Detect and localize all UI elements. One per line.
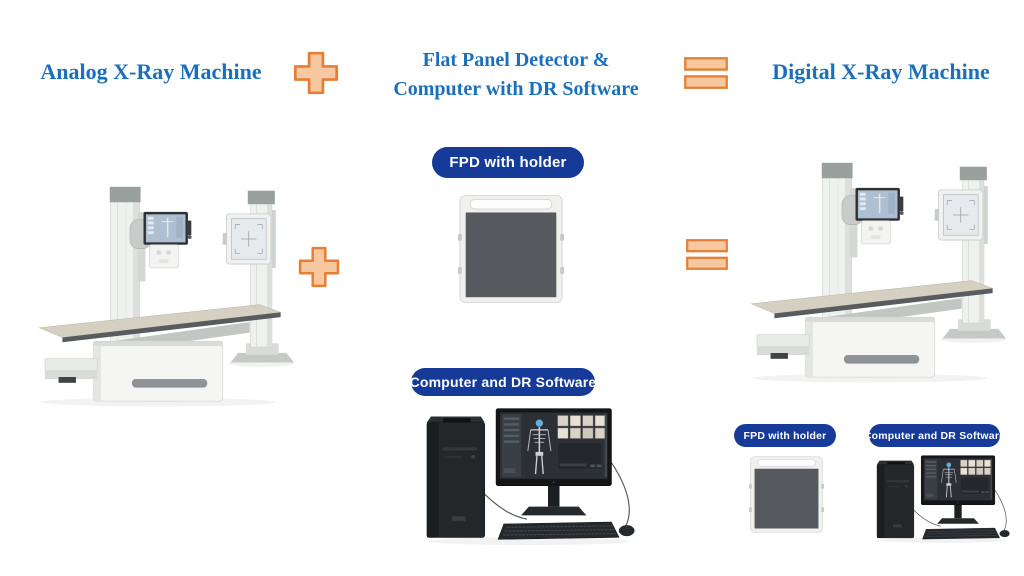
- plus-icon: [293, 51, 339, 95]
- components-heading-line1: Flat Panel Detector &: [422, 49, 610, 71]
- dr-computer-image-small: [868, 452, 1010, 544]
- components-heading-line2: Computer with DR Software: [393, 78, 639, 100]
- digital-xray-machine-image: [730, 128, 1010, 384]
- fpd-badge: FPD with holder: [432, 147, 584, 178]
- components-heading: Flat Panel Detector & Computer with DR S…: [382, 46, 650, 104]
- analog-xray-machine-image: [18, 152, 298, 408]
- digital-machine-heading: Digital X-Ray Machine: [772, 59, 990, 84]
- fpd-badge-small: FPD with holder: [734, 424, 836, 447]
- equals-icon: [684, 57, 728, 89]
- dr-computer-image: [413, 403, 635, 547]
- equals-icon: [686, 239, 728, 270]
- computer-badge-small: Computer and DR Software: [864, 424, 1005, 447]
- fpd-panel-image: [456, 193, 566, 305]
- computer-badge: Computer and DR Software: [410, 368, 596, 396]
- plus-icon: [298, 246, 340, 288]
- fpd-panel-image-small: [748, 455, 825, 534]
- analog-machine-heading: Analog X-Ray Machine: [40, 59, 262, 84]
